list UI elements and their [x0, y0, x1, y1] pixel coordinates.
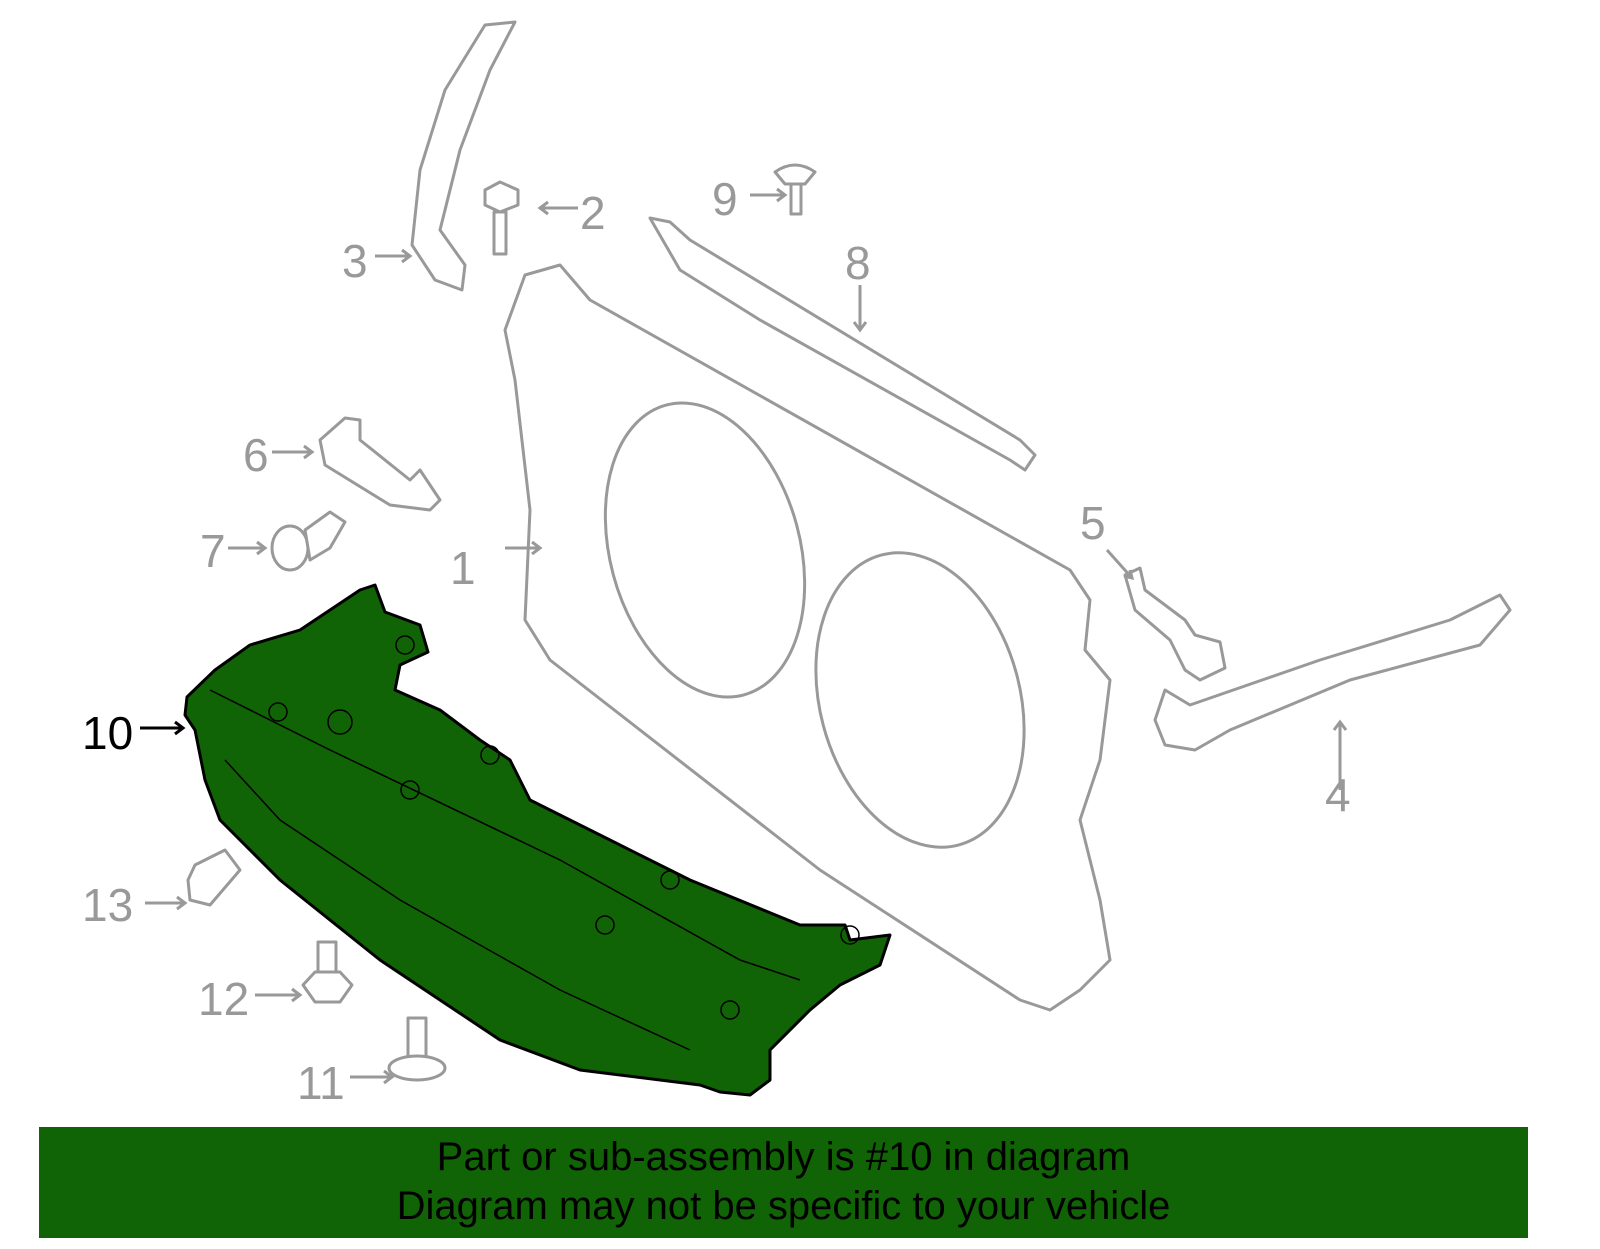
- part-13-clip[interactable]: [186, 848, 242, 907]
- part-10-undercover-detail: [209, 635, 860, 1051]
- banner-line-1: Part or sub-assembly is #10 in diagram: [436, 1135, 1131, 1179]
- callout-6[interactable]: 6: [243, 429, 269, 481]
- part-3-bracket[interactable]: [410, 20, 517, 292]
- part-7-clip[interactable]: [270, 510, 347, 572]
- leader-arrows: [145, 187, 1348, 1085]
- banner-line-2: Diagram may not be specific to your vehi…: [396, 1184, 1171, 1228]
- callout-11[interactable]: 11: [297, 1057, 345, 1109]
- part-6-bracket[interactable]: [318, 416, 442, 512]
- callout-10[interactable]: 10: [82, 707, 134, 759]
- part-10-undercover[interactable]: [183, 583, 892, 1097]
- part-11-rivet[interactable]: [387, 1016, 447, 1082]
- callout-4[interactable]: 4: [1325, 769, 1351, 821]
- callout-9[interactable]: 9: [712, 173, 738, 225]
- callout-5[interactable]: 5: [1080, 497, 1106, 549]
- leader-arrow-10: [140, 720, 186, 736]
- part-4-lower-member[interactable]: [1153, 593, 1512, 752]
- callout-2[interactable]: 2: [580, 187, 606, 239]
- part-2-bolt[interactable]: [483, 180, 520, 256]
- part-8-upper-support[interactable]: [648, 216, 1037, 472]
- callout-13[interactable]: 13: [82, 879, 134, 931]
- part-9-clip[interactable]: [773, 163, 817, 216]
- callout-1[interactable]: 1: [450, 542, 476, 594]
- callout-8[interactable]: 8: [845, 237, 871, 289]
- part-5-bracket[interactable]: [1123, 566, 1227, 682]
- callout-12[interactable]: 12: [198, 973, 250, 1025]
- callout-7[interactable]: 7: [200, 525, 226, 577]
- info-banner: Part or sub-assembly is #10 in diagram D…: [39, 1127, 1528, 1238]
- callout-3[interactable]: 3: [342, 235, 368, 287]
- part-12-bolt[interactable]: [301, 940, 354, 1004]
